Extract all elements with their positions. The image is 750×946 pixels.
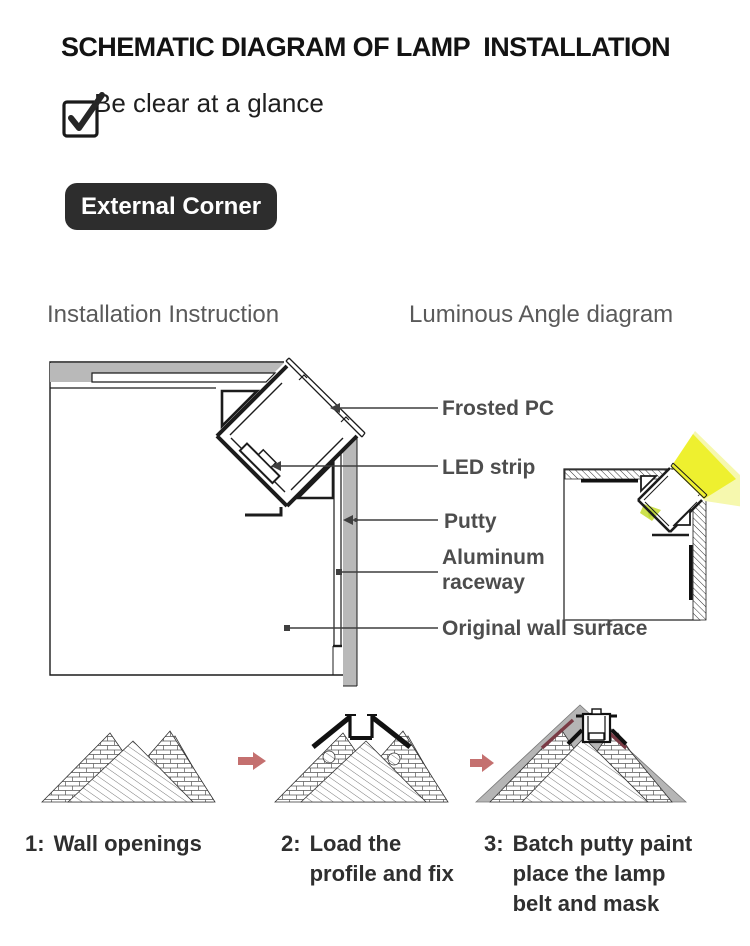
step3-text: Batch putty paint place the lamp belt an… — [512, 831, 693, 916]
installation-steps-figure — [41, 704, 688, 803]
checkbox-check-icon — [62, 92, 105, 138]
step1-caption: 1: Wall openings — [25, 829, 202, 859]
wall-corner-section — [49, 357, 438, 687]
step-arrow-icon — [238, 752, 266, 770]
step-arrow-icon — [470, 754, 494, 772]
tagline-text: Be clear at a glance — [94, 88, 324, 118]
step3-number: 3: — [484, 831, 504, 856]
profile-bracket — [311, 714, 412, 749]
light-beam-core — [671, 434, 736, 499]
step2-text: Load the profile and fix — [309, 831, 454, 886]
page-title: SCHEMATIC DIAGRAM OF LAMP INSTALLATION — [61, 32, 671, 62]
frosted-pc-cover — [285, 357, 366, 438]
installation-diagram — [49, 357, 740, 687]
label-frosted-pc: Frosted PC — [442, 397, 555, 420]
step1-wall-openings-drawing — [41, 730, 216, 803]
step3-putty-lamp-drawing — [474, 704, 688, 803]
step2-caption: 2: Load the profile and fix — [281, 829, 465, 889]
leader-markers — [271, 403, 358, 631]
step1-text: Wall openings — [53, 831, 202, 856]
label-led-strip: LED strip — [442, 456, 536, 479]
section-title-installation: Installation Instruction — [47, 301, 280, 328]
step2-load-profile-drawing — [274, 714, 449, 803]
luminous-angle-diagram — [563, 431, 740, 621]
leader-lines — [275, 407, 438, 629]
step3-caption: 3: Batch putty paint place the lamp belt… — [484, 829, 703, 919]
label-original-wall: Original wall surface — [442, 617, 648, 640]
section-title-luminous: Luminous Angle diagram — [409, 301, 674, 328]
corner-profile — [215, 357, 366, 517]
putty-band-right — [343, 438, 357, 686]
variant-button-external-corner[interactable]: External Corner — [65, 183, 277, 230]
label-aluminum-raceway: Aluminum raceway — [442, 546, 545, 594]
led-strip-drawing — [238, 442, 281, 485]
aluminum-flange — [333, 450, 342, 647]
label-putty: Putty — [444, 510, 497, 533]
lamp-mask-box — [576, 708, 617, 744]
step2-number: 2: — [281, 831, 301, 856]
step1-number: 1: — [25, 831, 45, 856]
tagline: Be clear at a glance — [60, 88, 324, 138]
